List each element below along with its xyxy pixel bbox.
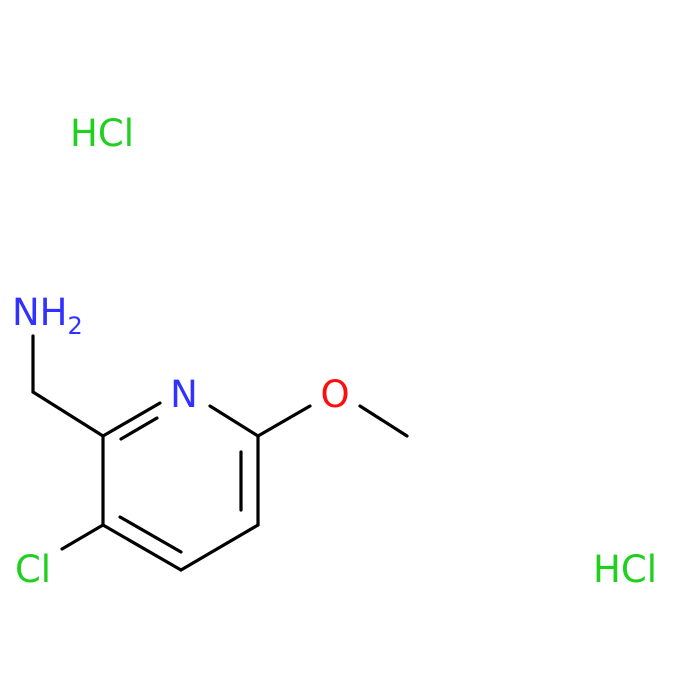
- bond-c5-c4: [179, 523, 260, 572]
- bond-c2-n1-inner: [119, 416, 159, 441]
- bond-c6-o: [256, 404, 312, 438]
- oxygen-label: O: [320, 373, 349, 416]
- atom-labels: NH2 N O Cl HCl HCl: [12, 112, 657, 591]
- ring-nitrogen-label: N: [170, 373, 198, 416]
- amine-label: NH2: [12, 291, 83, 340]
- bond-c4-c3-inner: [118, 515, 183, 554]
- bond-o-ch3: [358, 404, 409, 438]
- hcl-label-right: HCl: [593, 548, 657, 591]
- bond-c3-cl: [60, 523, 105, 551]
- bond-c2-n1: [101, 401, 162, 438]
- chlorine-label: Cl: [15, 548, 51, 591]
- bond-n1-c6: [208, 404, 260, 438]
- hcl-label-top: HCl: [70, 112, 134, 155]
- bond-lines: [31, 334, 409, 572]
- bond-ch2-c2: [31, 390, 105, 438]
- bond-c4-c3: [101, 523, 183, 572]
